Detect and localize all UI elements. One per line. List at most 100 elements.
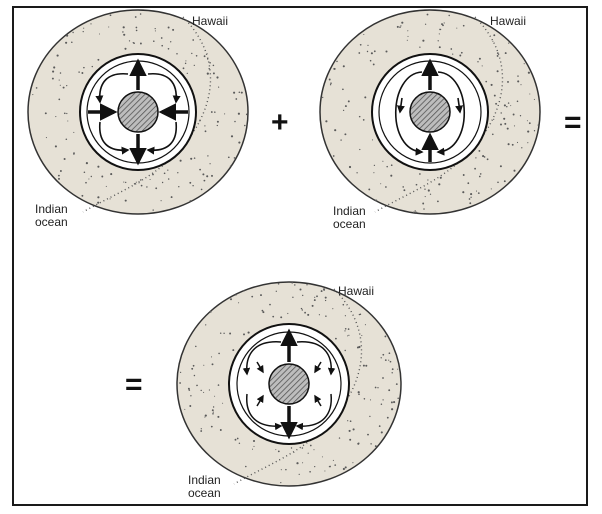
stipple-dot: [500, 165, 502, 167]
stipple-dot: [97, 196, 99, 198]
stipple-dot: [108, 26, 109, 27]
stipple-dot: [349, 430, 351, 432]
stipple-dot: [204, 180, 206, 182]
panel-a-hawaii-label: Hawaii: [192, 14, 228, 28]
stipple-dot: [343, 110, 344, 111]
stipple-dot: [218, 353, 220, 355]
stipple-dot: [81, 195, 83, 197]
stipple-dot: [88, 178, 89, 179]
stipple-dot: [223, 333, 224, 334]
stipple-dot: [504, 180, 506, 182]
stipple-dot: [330, 82, 332, 84]
stipple-dot: [73, 152, 75, 154]
stipple-dot: [206, 175, 208, 177]
stipple-dot: [136, 30, 138, 32]
stipple-dot: [122, 31, 123, 32]
stipple-dot: [161, 200, 162, 201]
stipple-dot: [58, 99, 60, 101]
stipple-dot: [309, 471, 311, 473]
stipple-dot: [294, 284, 295, 285]
stipple-dot: [368, 188, 370, 190]
stipple-dot: [292, 297, 293, 298]
stipple-dot: [72, 32, 73, 33]
stipple-dot: [110, 173, 112, 175]
stipple-dot: [428, 189, 430, 191]
stipple-dot: [375, 445, 377, 447]
stipple-dot: [427, 14, 429, 16]
stipple-dot: [129, 40, 130, 41]
stipple-dot: [348, 328, 350, 330]
stipple-dot: [195, 346, 197, 348]
stipple-dot: [400, 25, 401, 26]
stipple-dot: [358, 393, 360, 395]
stipple-dot: [504, 104, 506, 106]
stipple-dot: [321, 290, 323, 292]
stipple-dot: [172, 29, 174, 31]
stipple-dot: [60, 85, 61, 86]
stipple-dot: [330, 84, 331, 85]
stipple-dot: [456, 28, 457, 29]
stipple-dot: [469, 202, 471, 204]
stipple-dot: [205, 130, 207, 132]
stipple-dot: [196, 55, 198, 57]
stipple-dot: [64, 158, 66, 160]
stipple-dot: [391, 401, 393, 403]
stipple-dot: [179, 382, 181, 384]
stipple-dot: [239, 92, 241, 94]
stipple-dot: [345, 466, 347, 468]
stipple-dot: [194, 65, 195, 66]
stipple-dot: [241, 92, 243, 94]
stipple-dot: [46, 137, 47, 138]
stipple-dot: [83, 31, 84, 32]
stipple-dot: [463, 25, 465, 27]
stipple-dot: [314, 466, 315, 467]
stipple-dot: [359, 116, 361, 118]
stipple-dot: [324, 470, 325, 471]
stipple-dot: [187, 73, 188, 74]
stipple-dot: [253, 440, 255, 442]
stipple-dot: [110, 198, 111, 199]
stipple-dot: [367, 434, 369, 436]
equals-operator-left: =: [125, 368, 143, 401]
plus-operator: +: [271, 106, 289, 139]
stipple-dot: [97, 202, 99, 204]
stipple-dot: [529, 94, 530, 95]
stipple-dot: [218, 384, 220, 386]
stipple-dot: [45, 112, 47, 114]
stipple-dot: [234, 121, 236, 123]
stipple-dot: [155, 187, 157, 189]
stipple-dot: [349, 439, 351, 441]
stipple-dot: [85, 182, 87, 184]
stipple-dot: [171, 196, 173, 198]
stipple-dot: [63, 87, 65, 89]
stipple-dot: [152, 209, 153, 210]
stipple-dot: [385, 50, 387, 52]
stipple-dot: [527, 120, 528, 121]
stipple-dot: [207, 58, 208, 59]
stipple-dot: [407, 36, 408, 37]
stipple-dot: [369, 416, 370, 417]
stipple-dot: [276, 291, 277, 292]
stipple-dot: [212, 413, 214, 415]
stipple-dot: [86, 162, 88, 164]
stipple-dot: [350, 420, 352, 422]
stipple-dot: [168, 27, 170, 29]
stipple-dot: [65, 42, 67, 44]
stipple-dot: [416, 212, 418, 214]
stipple-dot: [229, 333, 231, 335]
stipple-dot: [430, 194, 431, 195]
stipple-dot: [52, 78, 54, 80]
stipple-dot: [448, 15, 449, 16]
stipple-dot: [220, 332, 221, 333]
stipple-dot: [123, 26, 125, 28]
stipple-dot: [343, 468, 345, 470]
stipple-dot: [528, 72, 530, 74]
stipple-dot: [363, 365, 365, 367]
stipple-dot: [353, 428, 355, 430]
stipple-dot: [217, 125, 218, 126]
stipple-dot: [476, 191, 477, 192]
stipple-dot: [199, 120, 200, 121]
stipple-dot: [216, 76, 218, 78]
stipple-dot: [340, 139, 341, 140]
stipple-dot: [474, 168, 476, 170]
